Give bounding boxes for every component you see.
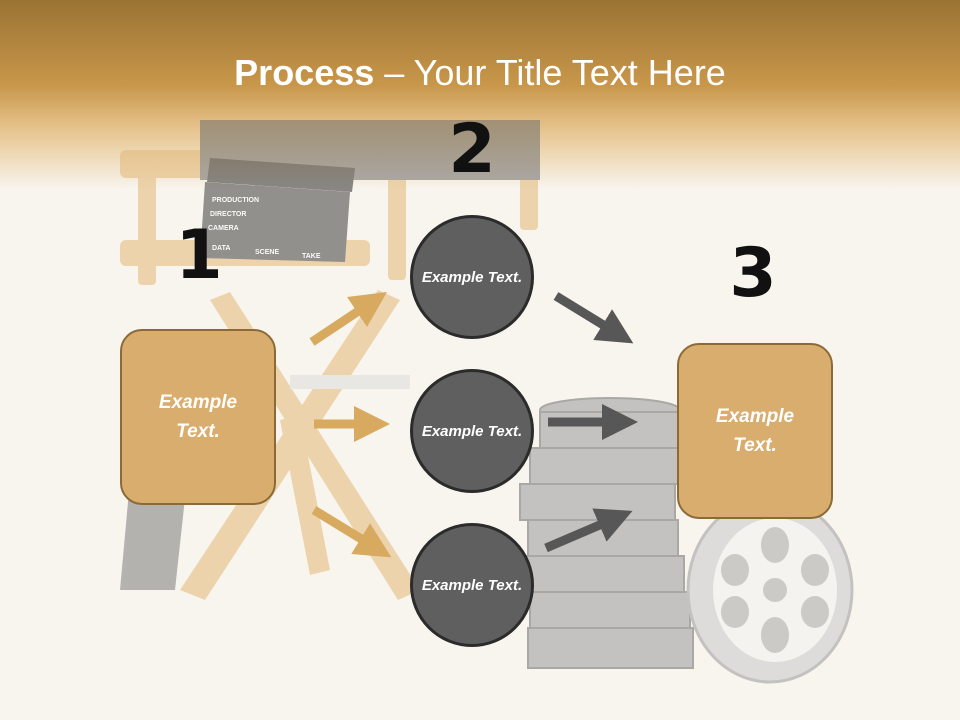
step-1-number: 1 bbox=[175, 216, 223, 295]
step-2-circle-1[interactable]: Example Text. bbox=[410, 215, 534, 339]
clap-label-director: DIRECTOR bbox=[210, 211, 246, 218]
step-2-circle-1-text: Example Text. bbox=[421, 268, 523, 286]
clap-label-production: PRODUCTION bbox=[212, 197, 259, 204]
title-bold: Process bbox=[234, 52, 375, 93]
arrow-from-circle-1-icon bbox=[553, 292, 634, 344]
step-1-text: Example Text. bbox=[158, 392, 238, 442]
clapperboard-icon: PRODUCTION DIRECTOR CAMERA DATA SCENE TA… bbox=[200, 158, 355, 262]
step-3-box[interactable]: Example Text. bbox=[677, 343, 833, 519]
clap-label-scene: SCENE bbox=[255, 249, 279, 256]
step-2-circle-3-text: Example Text. bbox=[421, 576, 523, 594]
step-3-number: 3 bbox=[729, 234, 777, 313]
title-rest: – Your Title Text Here bbox=[374, 52, 726, 93]
clap-label-take: TAKE bbox=[302, 253, 321, 260]
arrow-to-circle-3-icon bbox=[311, 506, 392, 558]
clap-label-data: DATA bbox=[212, 245, 230, 252]
step-2-circle-2[interactable]: Example Text. bbox=[410, 369, 534, 493]
arrow-from-circle-3-icon bbox=[544, 508, 633, 553]
step-3-text: Example Text. bbox=[715, 406, 795, 456]
clap-label-camera: CAMERA bbox=[208, 225, 239, 232]
slide-title: Process – Your Title Text Here bbox=[0, 52, 960, 94]
step-2-circle-3[interactable]: Example Text. bbox=[410, 523, 534, 647]
step-2-circle-2-text: Example Text. bbox=[421, 422, 523, 440]
film-reel-icon bbox=[686, 496, 854, 684]
step-2-number: 2 bbox=[448, 110, 496, 189]
arrow-to-circle-1-icon bbox=[309, 292, 387, 346]
step-1-box[interactable]: Example Text. bbox=[120, 329, 276, 505]
